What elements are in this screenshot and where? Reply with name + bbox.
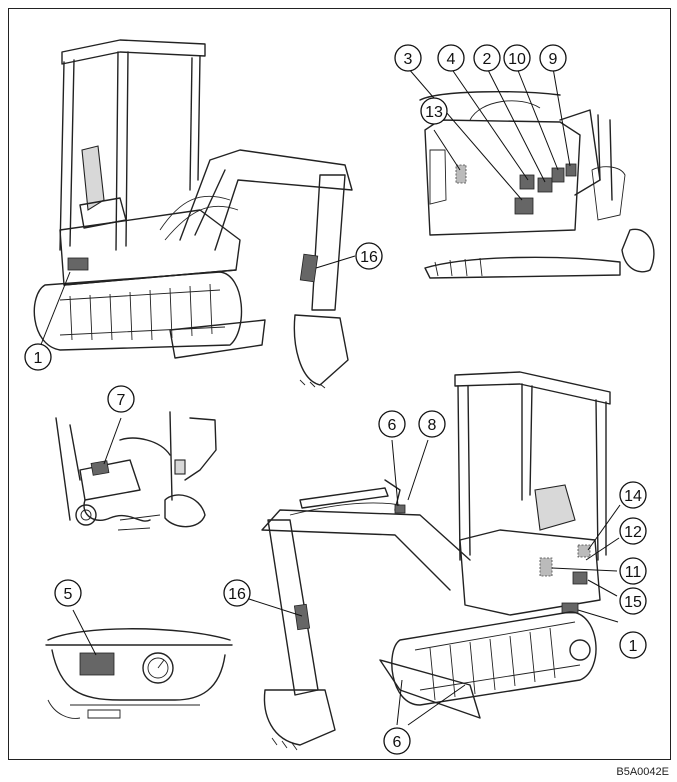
instrument-panel-detail (45, 628, 233, 719)
callout-16b-label: 16 (228, 586, 246, 603)
callout-15: 15 (619, 587, 647, 615)
callout-1a-label: 1 (34, 350, 43, 367)
callout-15-label: 15 (624, 594, 642, 611)
callout-9-label: 9 (549, 51, 558, 68)
callout-6b-label: 6 (393, 734, 402, 751)
callout-10-label: 10 (508, 51, 526, 68)
engine-detail (55, 411, 217, 531)
callout-5: 5 (54, 579, 82, 607)
callout-1a: 1 (24, 343, 52, 371)
callout-3-label: 3 (404, 51, 413, 68)
excavator-view-rear-right (261, 371, 611, 751)
callout-8: 8 (418, 410, 446, 438)
callout-8-label: 8 (428, 417, 437, 434)
figure-code: B5A0042E (616, 766, 669, 778)
callout-7: 7 (107, 385, 135, 413)
callout-9: 9 (539, 44, 567, 72)
callout-16a-label: 16 (360, 249, 378, 266)
callout-4: 4 (437, 44, 465, 72)
callout-16b: 16 (223, 579, 251, 607)
callout-13-label: 13 (425, 104, 443, 121)
callout-1b-label: 1 (629, 638, 638, 655)
callout-14-label: 14 (624, 488, 642, 505)
callout-6a-label: 6 (388, 417, 397, 434)
callout-3: 3 (394, 44, 422, 72)
callout-11-label: 11 (625, 564, 642, 581)
operator-area-detail (419, 91, 655, 279)
callout-12: 12 (619, 517, 647, 545)
callout-6b: 6 (383, 727, 411, 755)
callout-2-label: 2 (483, 51, 492, 68)
leader-lines (39, 67, 621, 726)
callout-12-label: 12 (624, 524, 642, 541)
excavator-view-front-left (33, 39, 353, 389)
callout-1b: 1 (619, 631, 647, 659)
diagram-frame (8, 8, 671, 760)
callout-10: 10 (503, 44, 531, 72)
callout-7-label: 7 (117, 392, 126, 409)
callout-6a: 6 (378, 410, 406, 438)
callout-11: 11 (619, 557, 647, 585)
callout-4-label: 4 (447, 51, 456, 68)
callout-13: 13 (420, 97, 448, 125)
callout-14: 14 (619, 481, 647, 509)
callout-16a: 16 (355, 242, 383, 270)
callout-5-label: 5 (64, 586, 73, 603)
callout-2: 2 (473, 44, 501, 72)
